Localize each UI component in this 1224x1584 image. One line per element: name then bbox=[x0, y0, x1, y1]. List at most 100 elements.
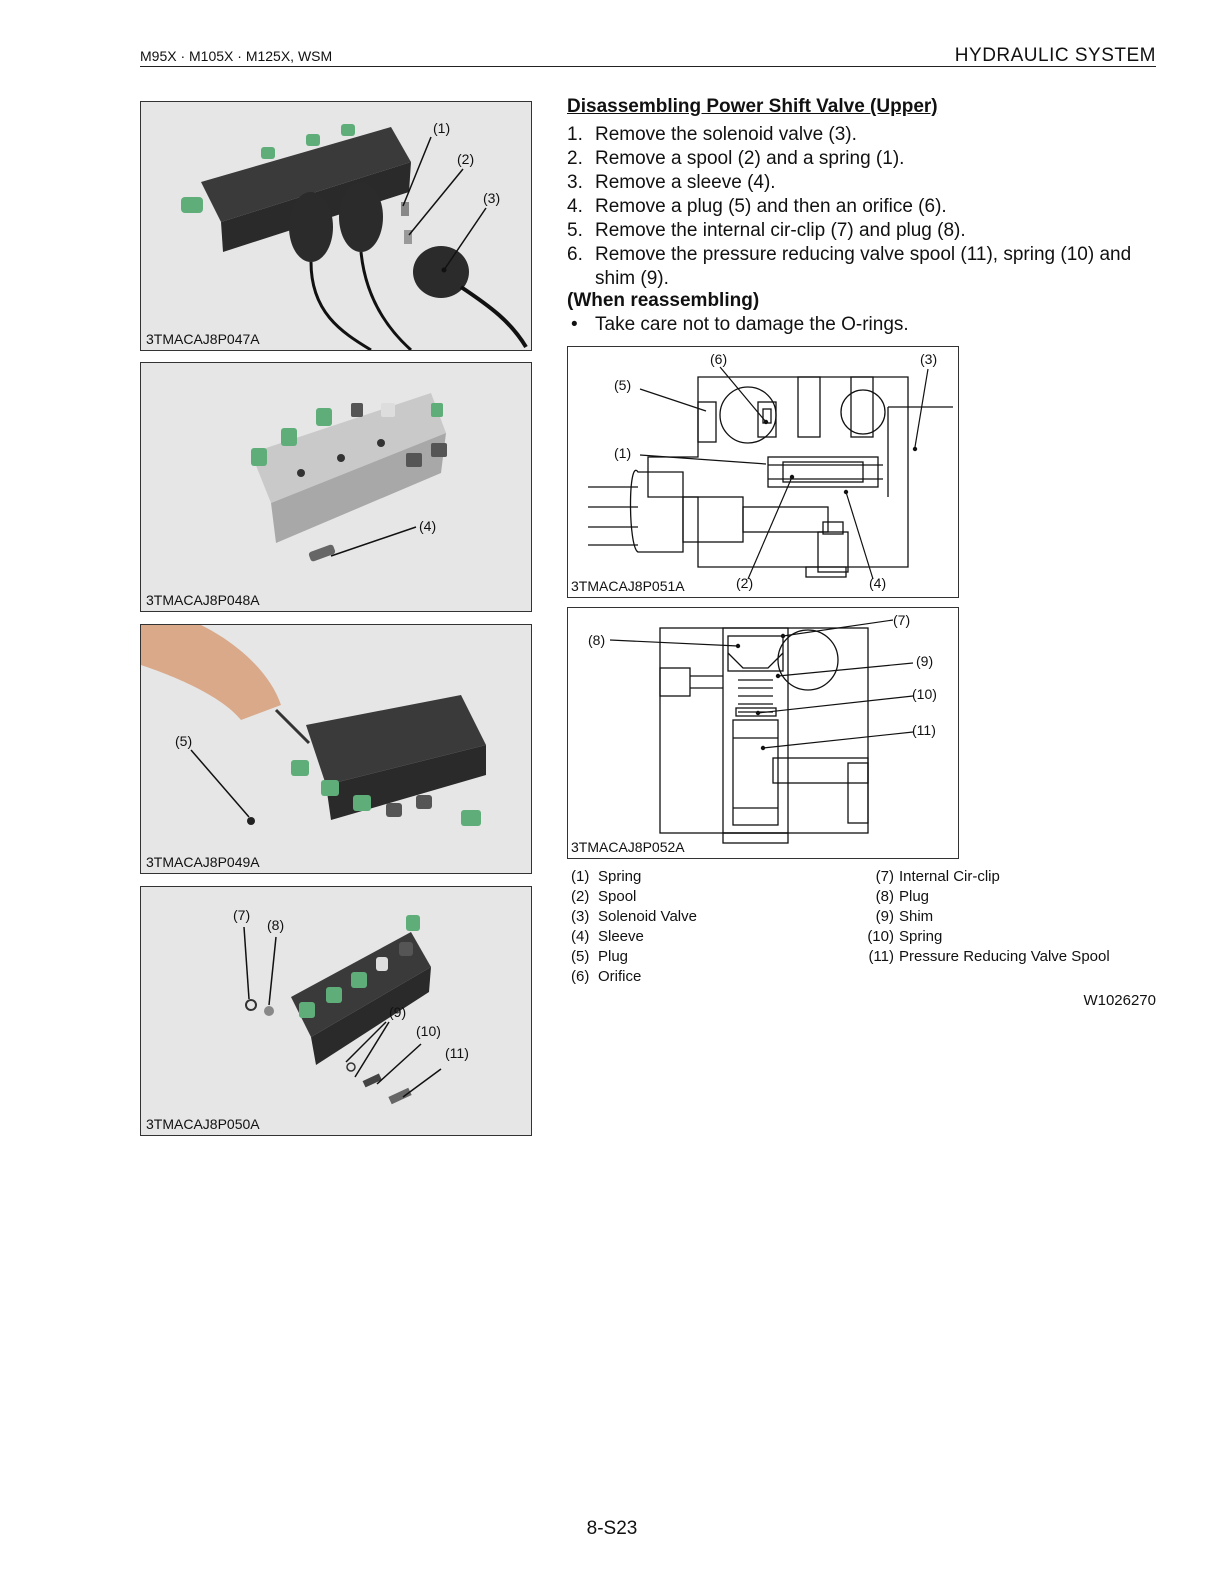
legend-item: (6) Orifice bbox=[571, 967, 697, 987]
legend-label: Solenoid Valve bbox=[598, 908, 697, 925]
step-number: 1. bbox=[567, 124, 583, 145]
step-text: Remove a sleeve (4). bbox=[595, 172, 776, 193]
diagram-callout: (8) bbox=[588, 632, 606, 648]
photo-callout: (4) bbox=[419, 518, 437, 534]
photo-callout: (5) bbox=[175, 733, 193, 749]
legend-label: Plug bbox=[899, 888, 930, 905]
legend-label: Spring bbox=[598, 868, 642, 885]
photo-sleeve-removal-illustration bbox=[141, 363, 531, 611]
legend-number: (5) bbox=[571, 948, 590, 965]
diagram-valve-section-reducing: (7) (8) (9) (10) (11) 3TMACAJ8P052A bbox=[567, 607, 959, 859]
legend-item: (4) Sleeve bbox=[571, 927, 697, 947]
legend-number: (6) bbox=[571, 968, 590, 985]
legend-item: (2) Spool bbox=[571, 887, 697, 907]
photo-circlip-removal-illustration bbox=[141, 887, 531, 1135]
legend-item: (8) Plug bbox=[865, 887, 1110, 907]
section-title: Disassembling Power Shift Valve (Upper) bbox=[567, 96, 938, 117]
step-number: 2. bbox=[567, 148, 583, 169]
legend-number: (2) bbox=[571, 888, 590, 905]
photo-solenoid-removal: (1) (2) (3) 3TMACAJ8P047A bbox=[140, 101, 532, 351]
step-number: 4. bbox=[567, 196, 583, 217]
photo-plug-removal-illustration bbox=[141, 625, 531, 873]
legend-label: Sleeve bbox=[598, 928, 644, 945]
diagram-valve-section-reducing-drawing bbox=[609, 619, 914, 844]
diagram-callout: (4) bbox=[869, 575, 887, 591]
header-section-title: HYDRAULIC SYSTEM bbox=[954, 45, 1156, 66]
legend-label: Internal Cir-clip bbox=[899, 868, 1000, 885]
step-number: 5. bbox=[567, 220, 583, 241]
diagram-callout: (10) bbox=[912, 686, 937, 702]
legend-label: Plug bbox=[598, 948, 629, 965]
legend-item: (7) Internal Cir-clip bbox=[865, 867, 1110, 887]
parts-legend-left: (1) Spring (2) Spool (3) Solenoid Valve (4)… bbox=[571, 867, 697, 987]
legend-number: (9) bbox=[875, 908, 894, 925]
legend-number: (8) bbox=[875, 888, 894, 905]
photo-code: 3TMACAJ8P049A bbox=[146, 854, 260, 870]
legend-label: Spring bbox=[899, 928, 943, 945]
legend-number: (3) bbox=[571, 908, 590, 925]
step-text: Remove a spool (2) and a spring (1). bbox=[595, 148, 905, 169]
diagram-callout: (9) bbox=[916, 653, 934, 669]
legend-item: (11) Pressure Reducing Valve Spool bbox=[865, 947, 1110, 967]
diagram-valve-section-upper-drawing bbox=[588, 366, 953, 580]
legend-item: (9) Shim bbox=[865, 907, 1110, 927]
diagram-valve-section-upper: (6) (3) (5) (1) (2) (4) 3TMACAJ8P051A bbox=[567, 346, 959, 598]
procedure-step: 3. Remove a sleeve (4). bbox=[567, 171, 1167, 195]
photo-code: 3TMACAJ8P047A bbox=[146, 331, 260, 347]
procedure-step: 5. Remove the internal cir-clip (7) and … bbox=[567, 219, 1167, 243]
page-number: 8-S23 bbox=[586, 1518, 638, 1539]
legend-number: (11) bbox=[868, 948, 894, 965]
legend-item: (3) Solenoid Valve bbox=[571, 907, 697, 927]
legend-item: (10) Spring bbox=[865, 927, 1110, 947]
diagram-callout: (7) bbox=[893, 612, 911, 628]
photo-callout: (3) bbox=[483, 190, 501, 206]
legend-label: Shim bbox=[899, 908, 934, 925]
procedure-step: 4. Remove a plug (5) and then an orifice… bbox=[567, 195, 1167, 219]
step-text: Remove the solenoid valve (3). bbox=[595, 124, 857, 145]
reassembly-note-text: Take care not to damage the O-rings. bbox=[595, 314, 909, 335]
step-text: Remove the pressure reducing valve spool… bbox=[595, 244, 1132, 289]
photo-callout: (7) bbox=[233, 907, 251, 923]
parts-legend-right: (7) Internal Cir-clip (8) Plug (9) Shim (10… bbox=[865, 867, 1110, 967]
step-number: 3. bbox=[567, 172, 583, 193]
diagram-code: 3TMACAJ8P052A bbox=[571, 839, 685, 855]
diagram-callout: (11) bbox=[912, 722, 936, 738]
legend-label: Spool bbox=[598, 888, 637, 905]
legend-number: (7) bbox=[875, 868, 894, 885]
photo-callout: (11) bbox=[445, 1045, 469, 1061]
reassembly-note-title: (When reassembling) bbox=[567, 290, 760, 311]
photo-sleeve-removal: (4) 3TMACAJ8P048A bbox=[140, 362, 532, 612]
diagram-callout: (6) bbox=[710, 351, 728, 367]
diagram-callout: (3) bbox=[920, 351, 938, 367]
step-text: Remove a plug (5) and then an orifice (6… bbox=[595, 196, 947, 217]
diagram-callout: (2) bbox=[736, 575, 754, 591]
procedure-step: 6. Remove the pressure reducing valve sp… bbox=[567, 243, 1167, 291]
procedure-steps: 1. Remove the solenoid valve (3). 2. Rem… bbox=[567, 123, 1167, 291]
photo-callout: (1) bbox=[433, 120, 451, 136]
diagram-callout: (5) bbox=[614, 377, 632, 393]
procedure-step: 2. Remove a spool (2) and a spring (1). bbox=[567, 147, 1167, 171]
diagram-callout: (1) bbox=[614, 445, 632, 461]
header-manual-title: M95X · M105X · M125X, WSM bbox=[140, 48, 333, 64]
step-number: 6. bbox=[567, 244, 583, 265]
photo-solenoid-removal-illustration bbox=[141, 102, 531, 350]
photo-callout: (2) bbox=[457, 151, 475, 167]
legend-number: (4) bbox=[571, 928, 590, 945]
legend-number: (10) bbox=[867, 928, 894, 945]
header-rule bbox=[140, 66, 1156, 67]
bullet: • bbox=[571, 314, 578, 335]
reassembly-note: • Take care not to damage the O-rings. bbox=[571, 314, 909, 336]
legend-label: Pressure Reducing Valve Spool bbox=[899, 948, 1110, 965]
photo-circlip-removal: (7) (8) (9) (10) (11) 3TMACAJ8P050A bbox=[140, 886, 532, 1136]
photo-code: 3TMACAJ8P050A bbox=[146, 1116, 260, 1132]
reference-code: W1026270 bbox=[1083, 992, 1156, 1009]
legend-item: (5) Plug bbox=[571, 947, 697, 967]
photo-code: 3TMACAJ8P048A bbox=[146, 592, 260, 608]
legend-item: (1) Spring bbox=[571, 867, 697, 887]
legend-number: (1) bbox=[571, 868, 590, 885]
photo-callout: (9) bbox=[389, 1004, 407, 1020]
diagram-code: 3TMACAJ8P051A bbox=[571, 578, 685, 594]
photo-callout: (10) bbox=[416, 1023, 441, 1039]
photo-plug-removal: (5) 3TMACAJ8P049A bbox=[140, 624, 532, 874]
legend-label: Orifice bbox=[598, 968, 642, 985]
